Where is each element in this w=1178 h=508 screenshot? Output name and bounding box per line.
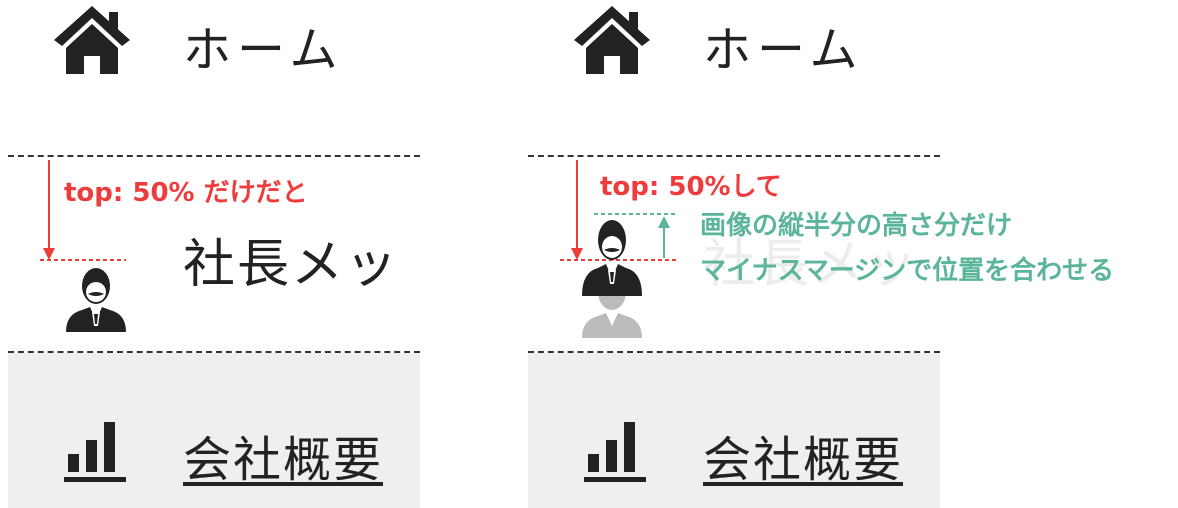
top-arrow-head [571, 248, 583, 260]
top-arrow-head [43, 248, 55, 260]
dashed-divider [528, 351, 940, 353]
note-line-2: マイナスマージンで位置を合わせる [700, 256, 1115, 286]
home-nav-item[interactable]: ホーム [0, 0, 420, 120]
annotation-top-50: top: 50% だけだと [64, 178, 308, 208]
right-annotation-layer [560, 160, 678, 338]
right-panel: ホーム 社長メッ 会社概要 top: 50%して [520, 0, 940, 508]
home-label: ホーム [703, 22, 864, 78]
dashed-divider [8, 351, 420, 353]
home-icon [54, 6, 130, 74]
bar-chart-icon [64, 422, 126, 482]
message-label[interactable]: 社長メッ [703, 235, 920, 295]
dashed-divider [8, 155, 420, 157]
note-line-1: 画像の縦半分の高さ分だけ [700, 211, 1013, 241]
businessman-icon [582, 220, 642, 296]
message-label[interactable]: 社長メッ [183, 235, 400, 295]
bar-chart-icon [584, 422, 646, 482]
green-arrow-head [658, 216, 670, 228]
annotation-top-50: top: 50%して [600, 172, 782, 202]
businessman-icon [66, 268, 126, 332]
company-overview-link[interactable]: 会社概要 [703, 432, 904, 488]
highlighted-row-background [528, 353, 940, 508]
home-nav-item[interactable]: ホーム [520, 0, 940, 120]
company-overview-link[interactable]: 会社概要 [183, 432, 384, 488]
left-panel: ホーム 社長メッ 会社概要 top: 50% だけだと [0, 0, 420, 508]
left-annotation-layer [40, 160, 126, 332]
home-label: ホーム [183, 22, 344, 78]
dashed-divider [528, 155, 940, 157]
home-icon [574, 6, 650, 74]
highlighted-row-background [8, 353, 420, 508]
